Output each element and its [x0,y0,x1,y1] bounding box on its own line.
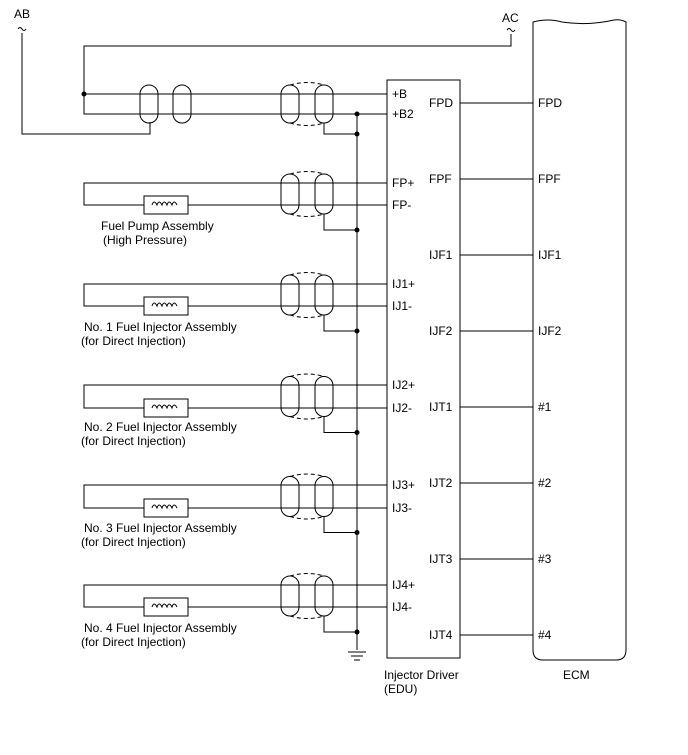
edu-pin-label: FP- [392,198,411,212]
twisted-pair [280,173,300,215]
shield-drain-wire [323,516,357,533]
component-row: No. 1 Fuel Injector Assembly(for Direct … [81,272,387,348]
connector-ab-label: AB [14,7,30,21]
edu-name-line1: Injector Driver [384,668,459,682]
ecm-pin-label: IJF2 [538,324,562,338]
edu-pin-label: IJ4+ [392,578,415,592]
harness-wire [83,584,387,608]
shield-drain-wire [323,214,357,231]
component-row: No. 4 Fuel Injector Assembly(for Direct … [81,573,387,649]
ab-wire [21,33,151,135]
edu-pin-label: FP+ [392,176,414,190]
ecm-pin-label: FPD [538,96,562,110]
ecm-pin-label: #3 [538,552,552,566]
edu-output-pin-label: FPD [429,96,453,110]
component-sublabel: (for Direct Injection) [81,434,186,448]
ecm-name: ECM [563,668,590,682]
component-label: No. 1 Fuel Injector Assembly [84,320,237,334]
ac-break-mark [506,28,516,32]
edu-pin-label: IJ1- [392,299,412,313]
edu-output-pin-label: IJF1 [429,248,453,262]
ecm-pin-label: #4 [538,628,552,642]
wire-plus-b2 [83,94,387,115]
twisted-pair [280,575,300,617]
edu-pin-label: IJ2+ [392,378,415,392]
connector-ac-label: AC [502,11,519,25]
shield-drain-wire [323,416,357,433]
edu-output-pin-label: IJT1 [429,400,453,414]
edu-output-pin-label: IJT3 [429,552,453,566]
ecm-pin-label: IJF1 [538,248,562,262]
shield-drain-wire [323,616,357,633]
ab-break-mark [17,27,27,31]
component-row: Fuel Pump Assembly(High Pressure) [83,171,387,247]
coil-icon [143,195,189,215]
harness-wire [83,182,387,206]
component-sublabel: (for Direct Injection) [81,334,186,348]
ground-icon [348,651,366,661]
harness-wire [83,484,387,509]
coil-icon [143,597,189,617]
component-label: No. 2 Fuel Injector Assembly [84,420,237,434]
edu-output-pin-label: IJF2 [429,324,453,338]
edu-pin-label: IJ4- [392,600,412,614]
ecm-pin-label: #1 [538,400,552,414]
edu-pin-label: +B2 [392,107,414,121]
coil-icon [143,296,189,316]
component-sublabel: (for Direct Injection) [81,635,186,649]
edu-output-pin-label: IJT4 [429,628,453,642]
edu-pin-label: IJ1+ [392,277,415,291]
shield-drain-wire [323,315,357,332]
edu-name-line2: (EDU) [384,682,417,696]
harness-wire [83,283,387,307]
component-row: No. 2 Fuel Injector Assembly(for Direct … [81,373,387,448]
component-row: No. 3 Fuel Injector Assembly(for Direct … [81,473,387,549]
harness-wire [83,384,387,409]
twisted-pair [280,476,300,517]
ecm-pin-label: #2 [538,476,552,490]
plus-b-shield-drain [323,123,360,137]
ac-wire [83,34,512,94]
coil-icon [143,498,189,518]
component-label: Fuel Pump Assembly [101,219,214,233]
component-label: No. 4 Fuel Injector Assembly [84,621,237,635]
edu-pin-label: IJ3- [392,501,412,515]
edu-pin-label: IJ3+ [392,478,415,492]
component-rows: Fuel Pump Assembly(High Pressure) No. 1 F… [81,123,387,649]
edu-pin-label: IJ2- [392,401,412,415]
coil-icon [143,398,189,418]
edu-output-pin-label: FPF [429,172,452,186]
twisted-pair [280,274,300,316]
ecm-box [532,19,627,661]
component-sublabel: (High Pressure) [103,233,187,247]
edu-output-pin-label: IJT2 [429,476,453,490]
twisted-pair-plus-b [280,82,334,126]
component-sublabel: (for Direct Injection) [81,535,186,549]
edu-pin-label: +B [392,87,407,101]
ecm-pin-label: FPF [538,172,561,186]
twisted-pair-ab [139,84,192,124]
edu-box [386,79,461,659]
component-label: No. 3 Fuel Injector Assembly [84,521,237,535]
twisted-pair [280,376,300,417]
